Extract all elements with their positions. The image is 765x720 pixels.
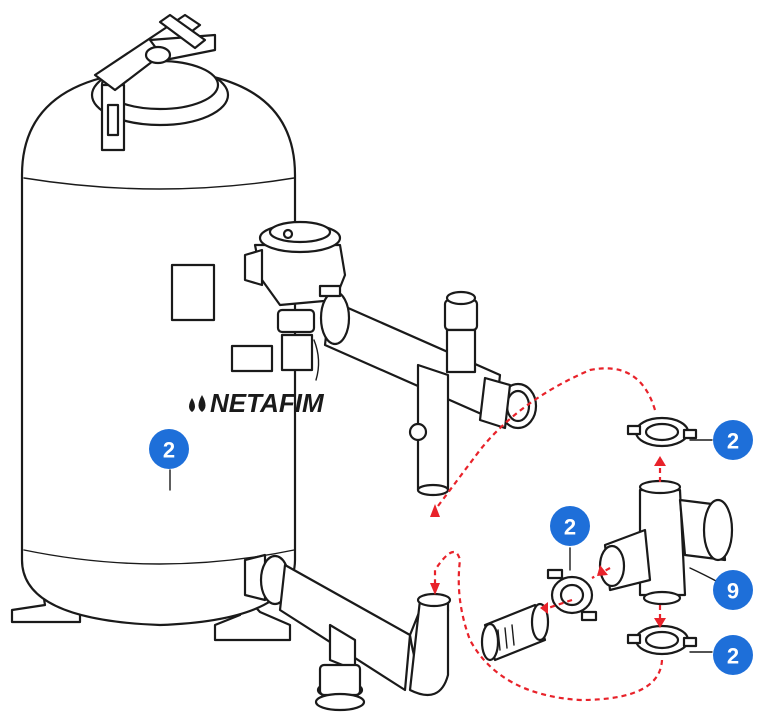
arrow-clamp-to-nipple	[547, 598, 573, 610]
callout-badge-cross-fitting: 9	[713, 570, 753, 610]
lower-manifold	[243, 553, 452, 712]
arrow-path-bottom	[433, 550, 664, 702]
groove-clamp-top	[626, 416, 698, 448]
logo-text: NETAFIM	[210, 388, 325, 418]
netafim-logo: NETAFIM	[189, 388, 325, 418]
svg-text:2: 2	[727, 644, 739, 669]
threaded-nipple	[480, 602, 550, 662]
svg-text:2: 2	[564, 515, 576, 540]
filter-tank	[10, 13, 297, 642]
water-drop-icon	[189, 398, 195, 412]
callout-badge-tank: 2	[149, 429, 189, 469]
cross-fitting	[598, 479, 734, 606]
svg-text:2: 2	[727, 429, 739, 454]
arrowhead	[654, 618, 666, 628]
callout-badge-clamp-top: 2	[713, 420, 753, 460]
assembly-arrows	[430, 367, 666, 702]
upper-manifold	[243, 220, 538, 497]
callout-badge-clamp-left: 2	[550, 506, 590, 546]
groove-clamp-bottom	[626, 624, 698, 656]
arrowhead	[540, 602, 548, 614]
arrowhead	[597, 565, 608, 576]
arrowhead	[430, 504, 440, 517]
svg-text:2: 2	[163, 438, 175, 463]
groove-clamp-left	[546, 568, 598, 622]
svg-text:9: 9	[727, 579, 739, 604]
callout-badge-clamp-bottom: 2	[713, 635, 753, 675]
water-drop-icon	[198, 395, 206, 412]
arrowhead	[654, 456, 666, 466]
arrowhead	[430, 583, 440, 595]
